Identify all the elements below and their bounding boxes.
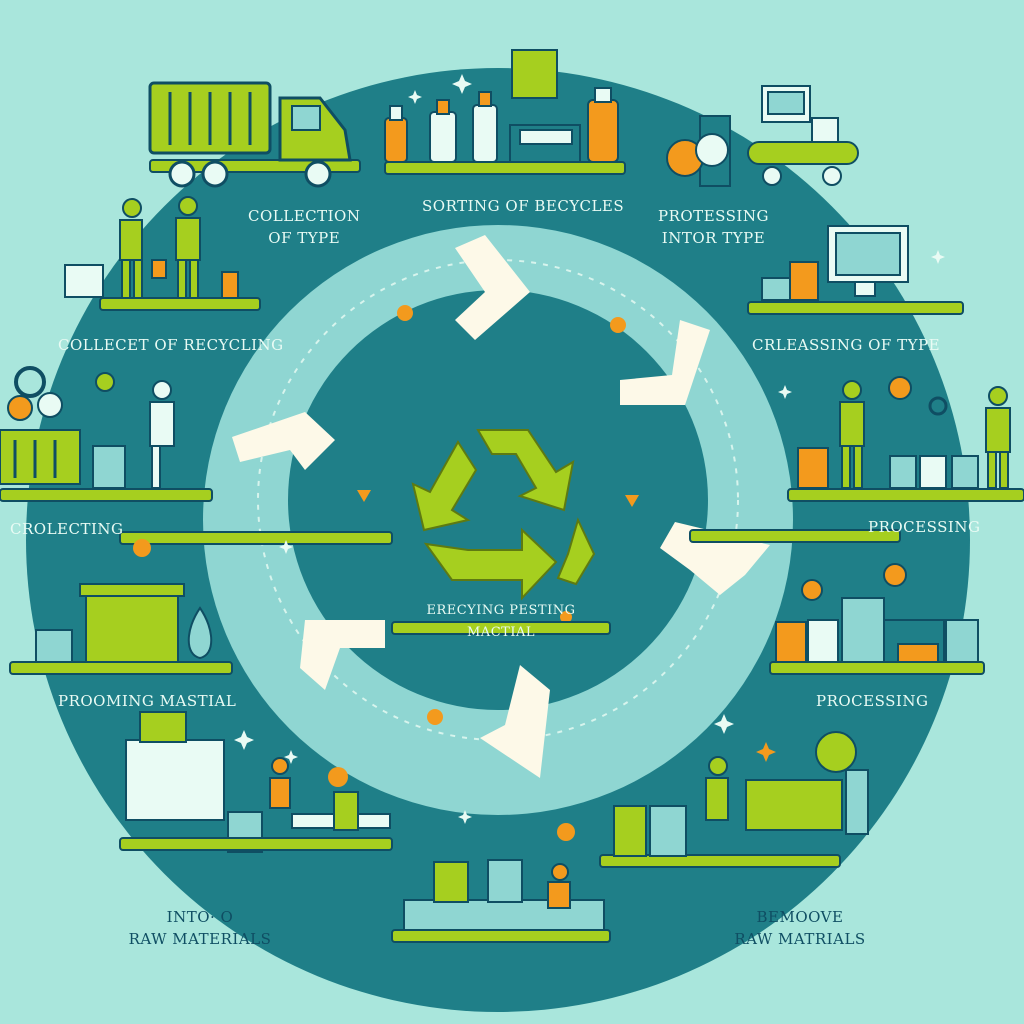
- center-disc: [288, 290, 708, 710]
- recycle-icon: [411, 429, 596, 601]
- label-into-raw: INTO· O RAW MATERIALS: [128, 908, 272, 948]
- monitor-icon: [761, 225, 909, 301]
- shelves: [0, 159, 1024, 675]
- arrow-left-lower: [300, 620, 385, 690]
- bottom-shelves: [119, 837, 841, 943]
- conveyor-icon: [666, 85, 859, 187]
- label-remove-raw: BEMOOVE RAW MATRIALS: [734, 908, 866, 948]
- label-sorting-recycles: SORTING OF BECYCLES: [422, 197, 625, 215]
- gear-icon: [801, 376, 948, 601]
- machine-icon: [775, 597, 979, 663]
- arrow-bottom: [480, 665, 550, 778]
- arrow-right-upper: [620, 320, 710, 405]
- truck-icon: [148, 81, 352, 188]
- arrow-top: [455, 235, 530, 340]
- label-prooming-mastial: PROOMING MASTIAL: [58, 692, 237, 710]
- bottom-left-scene: [125, 711, 391, 853]
- orbit-dots: [357, 305, 639, 725]
- sparkle-orange: [756, 742, 776, 762]
- label-processing-upper: PROCESSING: [868, 518, 981, 536]
- bottom-right-scene: [613, 731, 869, 857]
- worker-icon: [797, 380, 1011, 489]
- label-collect-recycling: COLLECET OF RECYCLING: [58, 336, 284, 354]
- bottom-center-scene: [403, 823, 605, 931]
- label-crolecting: CROLECTING: [10, 520, 124, 538]
- bottles-icon: [384, 49, 619, 163]
- label-creleasing-type: CRLEASSING OF TYPE: [752, 336, 941, 354]
- recycling-bin-icon: [35, 539, 213, 663]
- crate-icon: [0, 366, 175, 489]
- label-processing-lower: PROCESSING: [816, 692, 929, 710]
- sparkle-icon: [234, 74, 945, 824]
- label-protessing-intor: PROTESSING INTOR TYPE: [658, 207, 769, 247]
- people-icon: [64, 196, 239, 299]
- label-center-caption: ERECYING PESTING MACTIAL: [426, 603, 576, 640]
- label-collection-type: COLLECTION OF TYPE: [248, 207, 361, 247]
- arrow-left-upper: [232, 412, 335, 470]
